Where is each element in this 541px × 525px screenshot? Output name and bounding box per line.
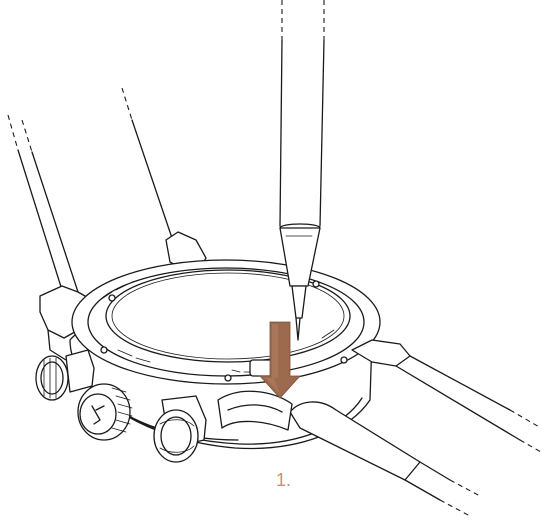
left-strap [7, 87, 173, 293]
step-number-label: 1. [276, 470, 292, 490]
right-strap [289, 339, 541, 517]
down-arrow-icon [259, 321, 301, 399]
crown-and-pushers [35, 349, 207, 463]
screwdriver-icon [279, 0, 325, 341]
